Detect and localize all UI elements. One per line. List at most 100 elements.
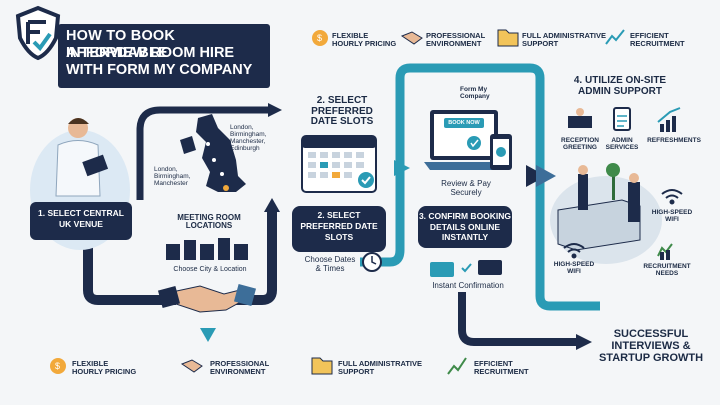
instant-confirmation: Instant Confirmation (432, 281, 504, 290)
service-admin: ADMIN SERVICES (600, 137, 644, 152)
benefit-label: FULL ADMINISTRATIVE (522, 31, 607, 40)
city-label: Edinburgh (230, 145, 260, 153)
brand-line: Form My (460, 86, 488, 93)
city-label: Birmingham, (230, 131, 267, 139)
fmc-shield-logo (15, 5, 61, 61)
benefit-label: ENVIRONMENT (210, 366, 266, 376)
step1-line: UK VENUE (59, 219, 103, 229)
city-label: Manchester, (230, 138, 266, 146)
benefit-label: SUPPORT (522, 38, 559, 48)
step3-label: 3. CONFIRM BOOKING DETAILS ONLINE INSTAN… (418, 211, 512, 243)
service-line: WIFI (665, 215, 679, 223)
success-label: SUCCESSFUL INTERVIEWS & STARTUP GROWTH (596, 328, 706, 364)
benefit-top-recruitment: EFFICIENT RECRUITMENT (630, 32, 685, 48)
wifi-icon-right (661, 189, 683, 205)
buildings-icon (166, 238, 248, 260)
review-line: Securely (450, 187, 482, 197)
benefit-label: EFFICIENT (474, 359, 513, 368)
benefit-label: PROFESSIONAL (426, 31, 486, 40)
step2-pill-label: 2. SELECT PREFERRED DATE SLOTS (292, 210, 386, 243)
step1-line: 1. SELECT CENTRAL (38, 208, 124, 218)
map-cities-west: London, Birmingham, Manchester (154, 166, 190, 187)
service-line: WIFI (567, 267, 581, 275)
payment-cards-icon (430, 260, 502, 277)
reception-illustration (550, 163, 662, 264)
city-label: London, (230, 124, 254, 131)
page-title-line-2: INTERVIEW ROOM HIRE (66, 45, 235, 61)
service-wifi-left: HIGH-SPEED WIFI (550, 261, 598, 276)
step2-pill-line: 2. SELECT (317, 210, 361, 220)
handshake-icon-bottom (180, 359, 203, 373)
benefit-label: SUPPORT (338, 366, 375, 376)
benefit-top-environment: PROFESSIONAL ENVIRONMENT (426, 32, 485, 48)
book-now-button[interactable]: BOOK NOW (444, 118, 484, 128)
page-title-line-3: WITH FORM MY COMPANY (66, 62, 253, 78)
money-bag-icon-bottom: $ (50, 358, 66, 374)
step3-line: INSTANTLY (441, 232, 489, 242)
flow-arrow-bottom (576, 334, 592, 350)
benefit-bottom-environment: PROFESSIONAL ENVIRONMENT (210, 360, 269, 376)
choose-dates-line: Choose Dates (304, 255, 356, 264)
step2-pill-line: PREFERRED DATE (300, 221, 378, 231)
benefit-label: HOURLY PRICING (72, 366, 137, 376)
service-recruitment: RECRUITMENT NEEDS (638, 263, 696, 278)
handshake-icon-top (400, 31, 423, 45)
step3-line: 3. CONFIRM BOOKING (418, 211, 512, 221)
flow-arrow-up (264, 198, 280, 212)
step2-pill-bg (292, 206, 386, 252)
step4-line: 4. UTILIZE ON-SITE (573, 75, 667, 86)
benefit-label: RECRUITMENT (474, 366, 529, 376)
step3-pill-bg (418, 206, 512, 248)
service-line: SERVICES (605, 143, 639, 151)
flow-path-top (136, 106, 270, 200)
admin-services-icon (613, 107, 631, 131)
handshake-illustration (157, 283, 257, 313)
benefit-bottom-admin: FULL ADMINISTRATIVE SUPPORT (338, 360, 422, 376)
step4-line: ADMIN SUPPORT (578, 85, 662, 97)
benefit-label: RECRUITMENT (630, 38, 685, 48)
service-wifi-right: HIGH-SPEED WIFI (648, 209, 696, 224)
flow-arrow-top (268, 103, 282, 117)
benefit-top-admin: FULL ADMINISTRATIVE SUPPORT (522, 32, 606, 48)
refreshments-chart-icon (657, 107, 681, 132)
city-label: London, (154, 166, 178, 173)
uk-map-illustration (180, 114, 246, 192)
meeting-room-locations: MEETING ROOM LOCATIONS (166, 213, 252, 231)
phone-illustration (490, 134, 512, 170)
city-label: Birmingham, (154, 173, 191, 181)
benefit-bottom-recruitment: EFFICIENT RECRUITMENT (474, 360, 529, 376)
city-label: Manchester (154, 180, 188, 188)
benefit-label: EFFICIENT (630, 31, 669, 40)
success-line: STARTUP GROWTH (598, 352, 704, 365)
folder-icon-bottom (311, 357, 333, 375)
recruitment-needs-icon (657, 243, 673, 260)
benefit-label: HOURLY PRICING (332, 38, 397, 48)
benefit-label: ENVIRONMENT (426, 38, 482, 48)
review-pay-label: Review & Pay Securely (424, 179, 508, 198)
benefit-top-pricing: FLEXIBLE HOURLY PRICING (332, 32, 396, 48)
flow-path-bottom (458, 292, 578, 346)
locations-line: MEETING ROOM (177, 213, 241, 222)
page-title-line-1: HOW TO BOOK AFFORDABLE (66, 28, 176, 61)
step2-header-line: DATE SLOTS (310, 116, 374, 127)
benefit-label: FLEXIBLE (332, 31, 369, 40)
success-line: SUCCESSFUL (613, 328, 689, 340)
review-line: Review & Pay (441, 179, 491, 188)
flow-arrow-teal (394, 160, 410, 176)
growth-chart-icon-top (605, 29, 625, 45)
brand-label: Form My Company (460, 86, 490, 100)
service-line: RECEPTION (561, 137, 599, 144)
step1-label: 1. SELECT CENTRAL UK VENUE (30, 208, 132, 230)
step2-header: 2. SELECT PREFERRED DATE SLOTS (290, 95, 394, 128)
benefit-label: FLEXIBLE (72, 359, 109, 368)
locations-line: LOCATIONS (185, 221, 233, 231)
brand-line: Company (460, 93, 490, 101)
success-line: INTERVIEWS & (611, 340, 691, 353)
service-line: RECRUITMENT (643, 263, 691, 270)
benefit-label: FULL ADMINISTRATIVE (338, 359, 423, 368)
flow-path-left (83, 200, 176, 305)
flow-path-mid (230, 210, 277, 305)
benefit-bottom-pricing: FLEXIBLE HOURLY PRICING (72, 360, 136, 376)
map-cities-north: London, Birmingham, Manchester, Edinburg… (230, 124, 266, 153)
